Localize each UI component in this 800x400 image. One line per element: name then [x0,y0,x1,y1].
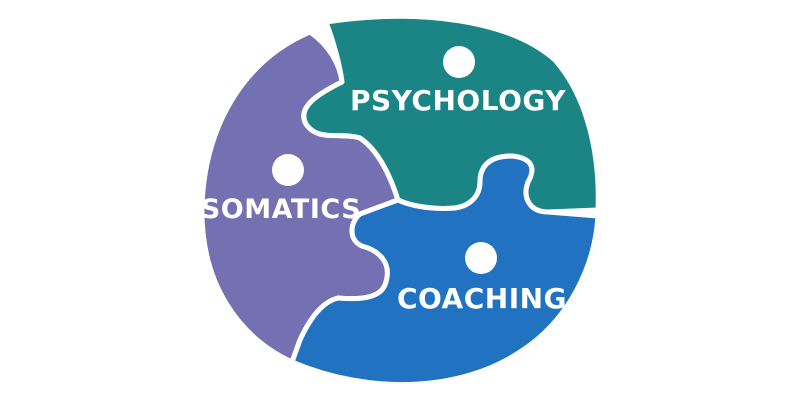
knob-hole-somatics [272,154,304,186]
label-coaching: COACHING [397,282,567,315]
label-somatics: SOMATICS [201,194,361,225]
knob-hole-coaching [465,242,497,274]
knob-hole-psychology [443,46,475,78]
piece-coaching [289,153,601,388]
label-psychology: PSYCHOLOGY [350,84,566,117]
